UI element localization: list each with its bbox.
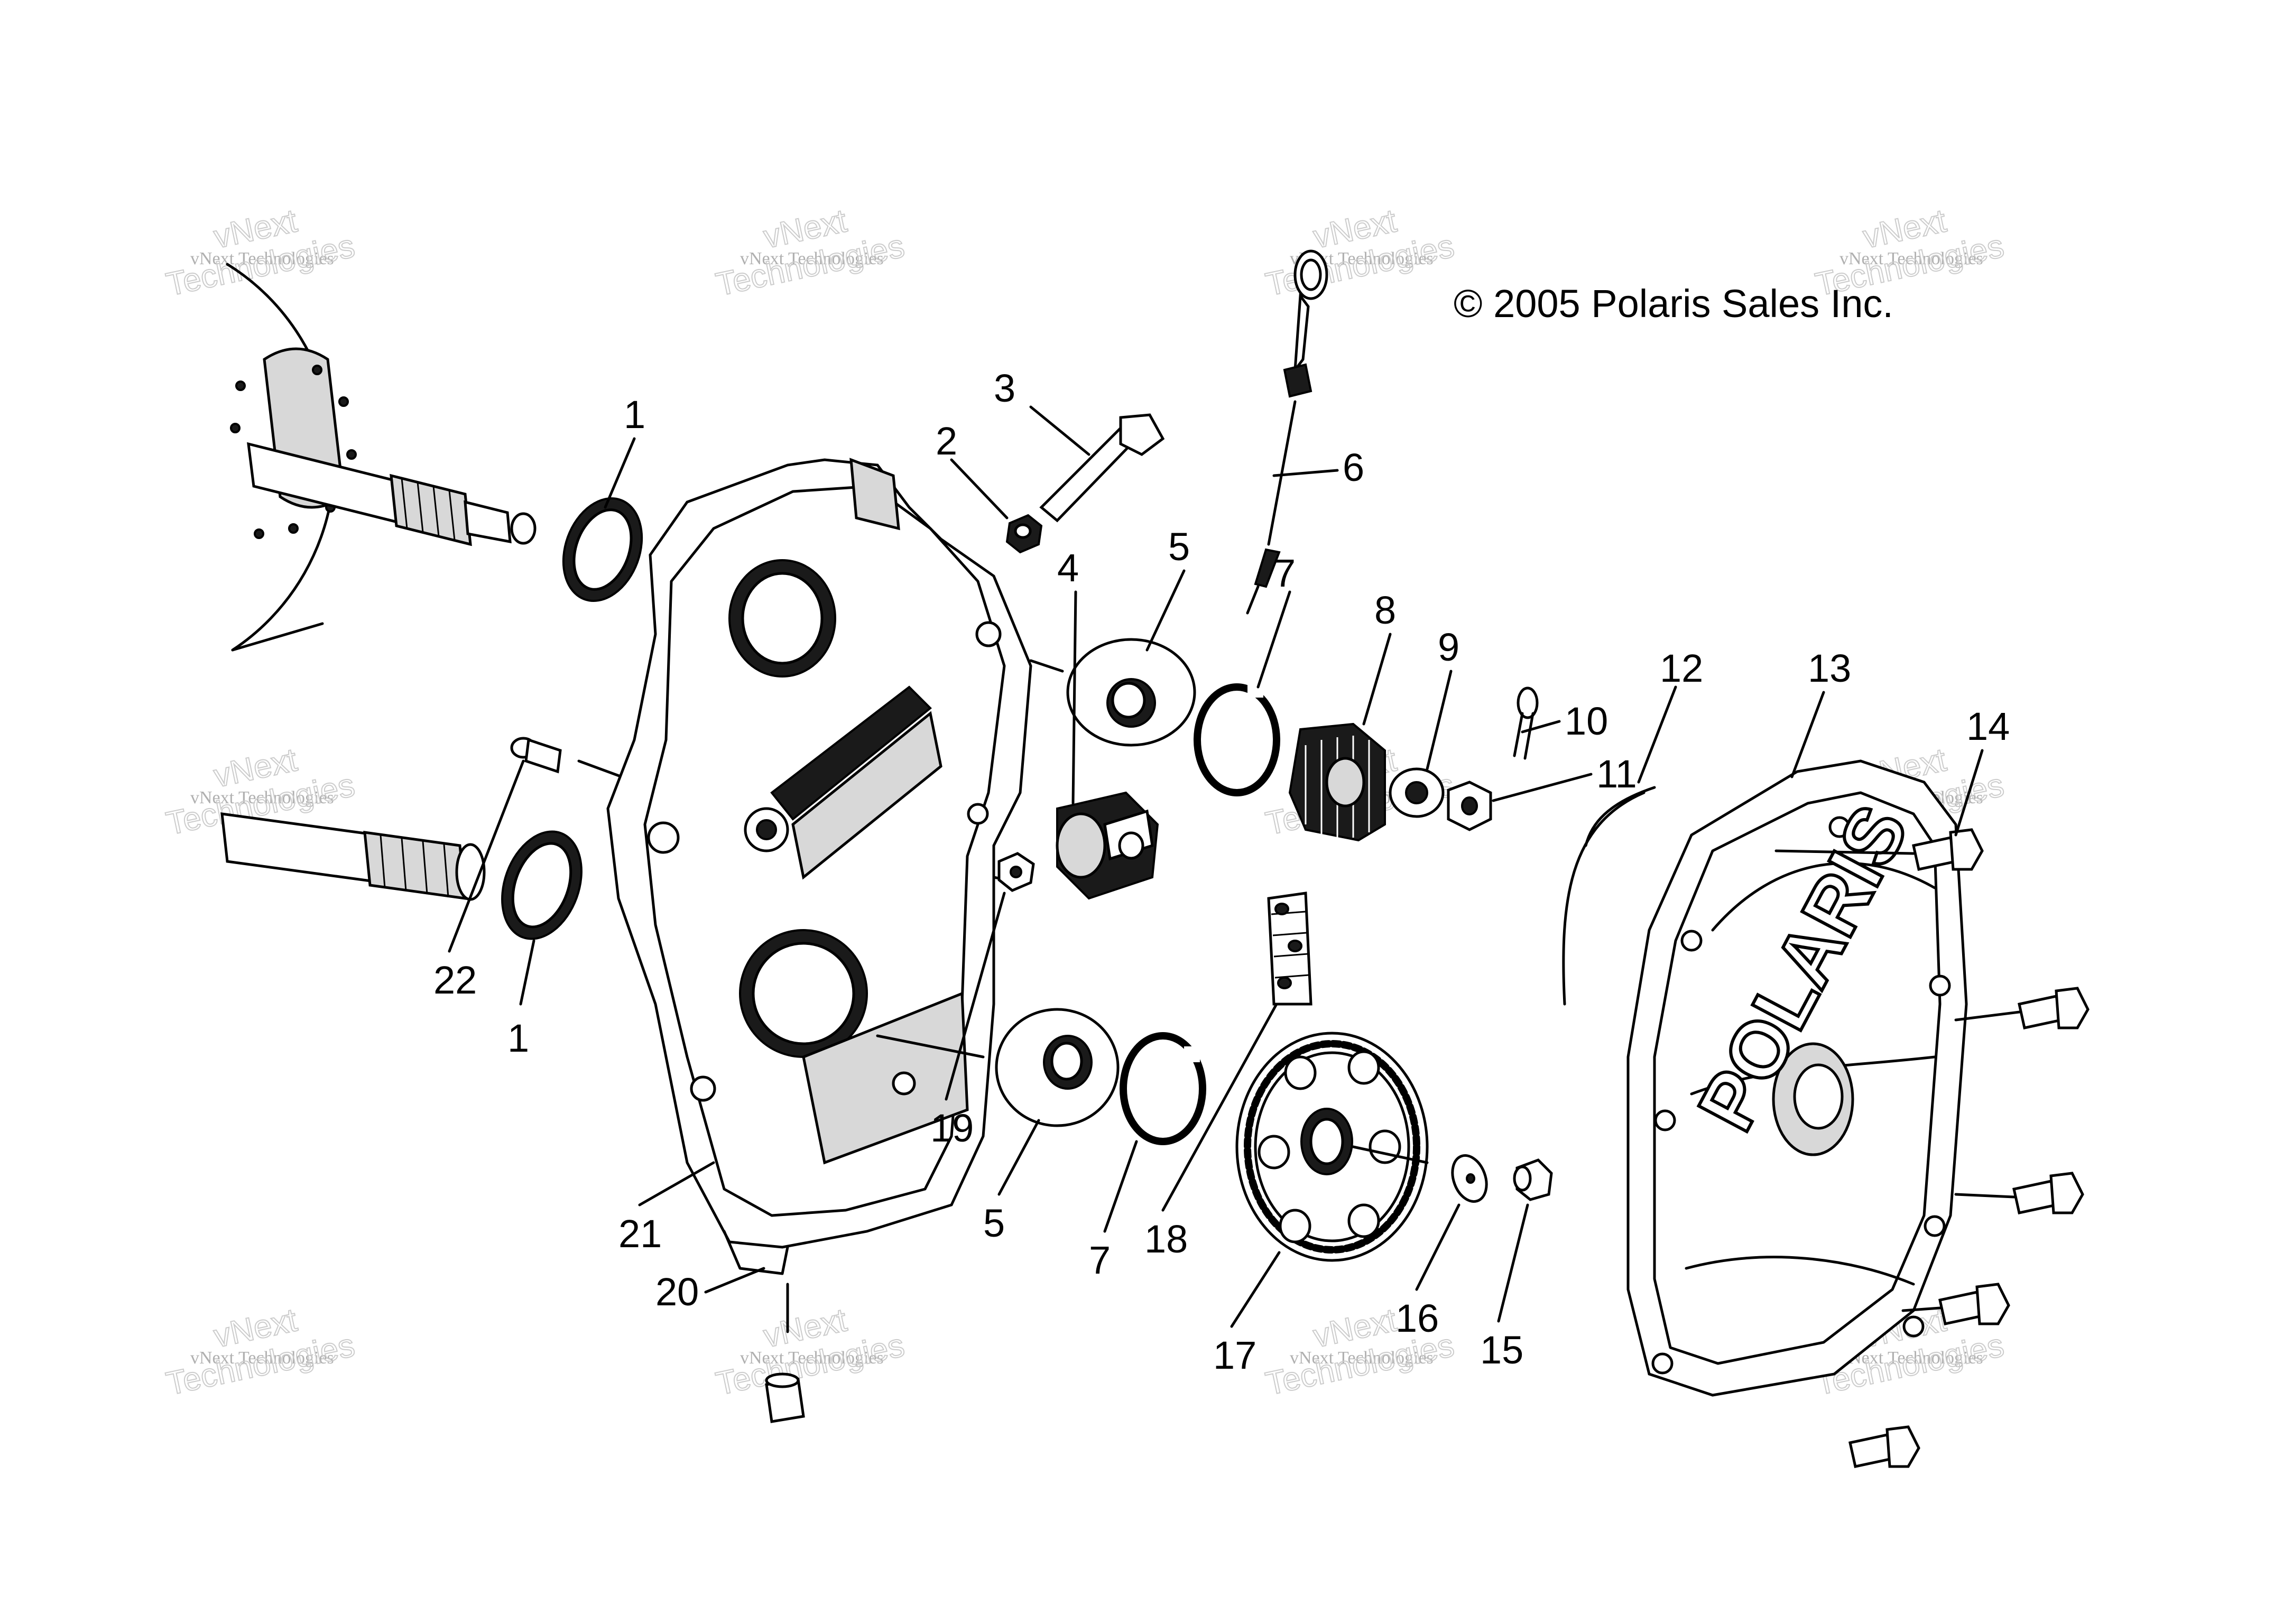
drive-sprocket [1288, 722, 1386, 842]
callout-c2: 2 [936, 419, 957, 463]
callout-leader-c5a [1145, 569, 1186, 652]
callout-leader-c11 [1492, 773, 1593, 802]
chain-tensioner [1056, 791, 1159, 900]
svg-text:vNext Technologies: vNext Technologies [190, 249, 334, 268]
bearing-lower [995, 1008, 1120, 1127]
bearing-upper [1066, 638, 1196, 747]
callout-leader-c20 [704, 1267, 765, 1294]
nut-2 [1005, 514, 1043, 554]
callout-leader-c17 [1230, 1251, 1281, 1328]
svg-text:vNext Technologies: vNext Technologies [1290, 1348, 1434, 1368]
driven-clutch-sheave [226, 263, 357, 652]
lower-shaft [220, 812, 486, 901]
cotter-pin [1513, 686, 1539, 760]
seal-lower [501, 830, 583, 940]
callout-leader-c5b [997, 1119, 1040, 1196]
snap-ring-upper [1194, 682, 1280, 796]
callout-leader-c1a [604, 437, 636, 509]
callout-leader-c13 [1790, 691, 1825, 778]
chaincase-housing [606, 458, 1032, 1333]
callout-c14: 14 [1966, 704, 2010, 748]
snap-ring-lower [1120, 1032, 1206, 1145]
callout-c5a: 5 [1168, 525, 1190, 569]
callout-c10: 10 [1565, 699, 1608, 743]
callout-leader-c10 [1521, 720, 1561, 734]
callout-leader-c7b [1103, 1140, 1138, 1233]
callout-c16: 16 [1395, 1296, 1439, 1340]
nut-19 [997, 852, 1035, 892]
callout-leader-c9 [1426, 670, 1453, 771]
dowel-pin [510, 737, 631, 781]
callout-c15: 15 [1480, 1328, 1523, 1372]
callout-leader-c15 [1497, 1203, 1529, 1323]
drain-plug [765, 1372, 805, 1423]
callout-c19: 19 [930, 1106, 974, 1150]
callout-leader-c4 [1071, 590, 1077, 805]
gasket [1562, 786, 1656, 1006]
callout-c5b: 5 [983, 1201, 1005, 1245]
callout-c18: 18 [1144, 1217, 1188, 1261]
bolt-3 [1039, 413, 1165, 523]
copyright-notice: © 2005 Polaris Sales Inc. [1454, 282, 1893, 326]
callout-c9: 9 [1438, 625, 1459, 669]
svg-text:vNext Technologies: vNext Technologies [190, 788, 334, 808]
castle-nut [1447, 781, 1492, 831]
dipstick [1246, 249, 1328, 615]
bolt-15 [1513, 1158, 1553, 1201]
seal-upper [562, 497, 643, 602]
callout-leader-c8 [1362, 633, 1392, 726]
callout-leader-c21 [638, 1161, 715, 1207]
chaincase-cover: POLARIS [1626, 759, 1968, 1397]
callout-leader-c2 [950, 458, 1009, 519]
callout-c3: 3 [994, 366, 1015, 410]
callout-c22: 22 [433, 958, 477, 1002]
callout-c8: 8 [1374, 588, 1396, 632]
svg-text:vNext Technologies: vNext Technologies [740, 249, 884, 268]
cover-bolts [1774, 828, 2090, 1468]
callout-leader-c1b [519, 939, 535, 1006]
svg-text:vNext Technologies: vNext Technologies [190, 1348, 334, 1368]
callout-c7a: 7 [1274, 551, 1296, 595]
svg-text:vNext Technologies: vNext Technologies [1839, 249, 1983, 268]
callout-leaders [448, 405, 1984, 1328]
driven-gear [1235, 1032, 1429, 1262]
leader-housing-lower [876, 1034, 985, 1059]
leader-housing-upper [1029, 659, 1064, 673]
callout-c21: 21 [618, 1212, 662, 1256]
callout-c20: 20 [655, 1270, 699, 1314]
callout-c17: 17 [1213, 1333, 1256, 1377]
callout-c12: 12 [1660, 646, 1703, 690]
callout-leader-c7a [1256, 590, 1291, 689]
callout-leader-c3 [1029, 405, 1090, 456]
callout-leader-c19 [945, 892, 1006, 1101]
callout-leader-c12 [1637, 685, 1677, 784]
callout-leader-c22 [448, 759, 525, 953]
callout-c4: 4 [1057, 546, 1079, 590]
callout-leader-c18 [1161, 1003, 1278, 1212]
washer-16 [1451, 1154, 1488, 1203]
callout-c6: 6 [1343, 446, 1364, 489]
callout-c11: 11 [1596, 752, 1637, 796]
washer-9 [1389, 767, 1445, 818]
callout-leader-c14 [1954, 749, 1984, 837]
callout-leader-c16 [1415, 1203, 1460, 1291]
upper-jackshaft [247, 442, 537, 546]
drive-chain [1267, 892, 1312, 1006]
callout-c13: 13 [1808, 646, 1851, 690]
callout-leader-c6 [1272, 469, 1339, 477]
callout-c1a: 1 [624, 393, 645, 437]
callout-c7b: 7 [1089, 1238, 1111, 1282]
svg-text:vNext Technologies: vNext Technologies [740, 1348, 884, 1368]
callout-c1b: 1 [507, 1016, 529, 1060]
